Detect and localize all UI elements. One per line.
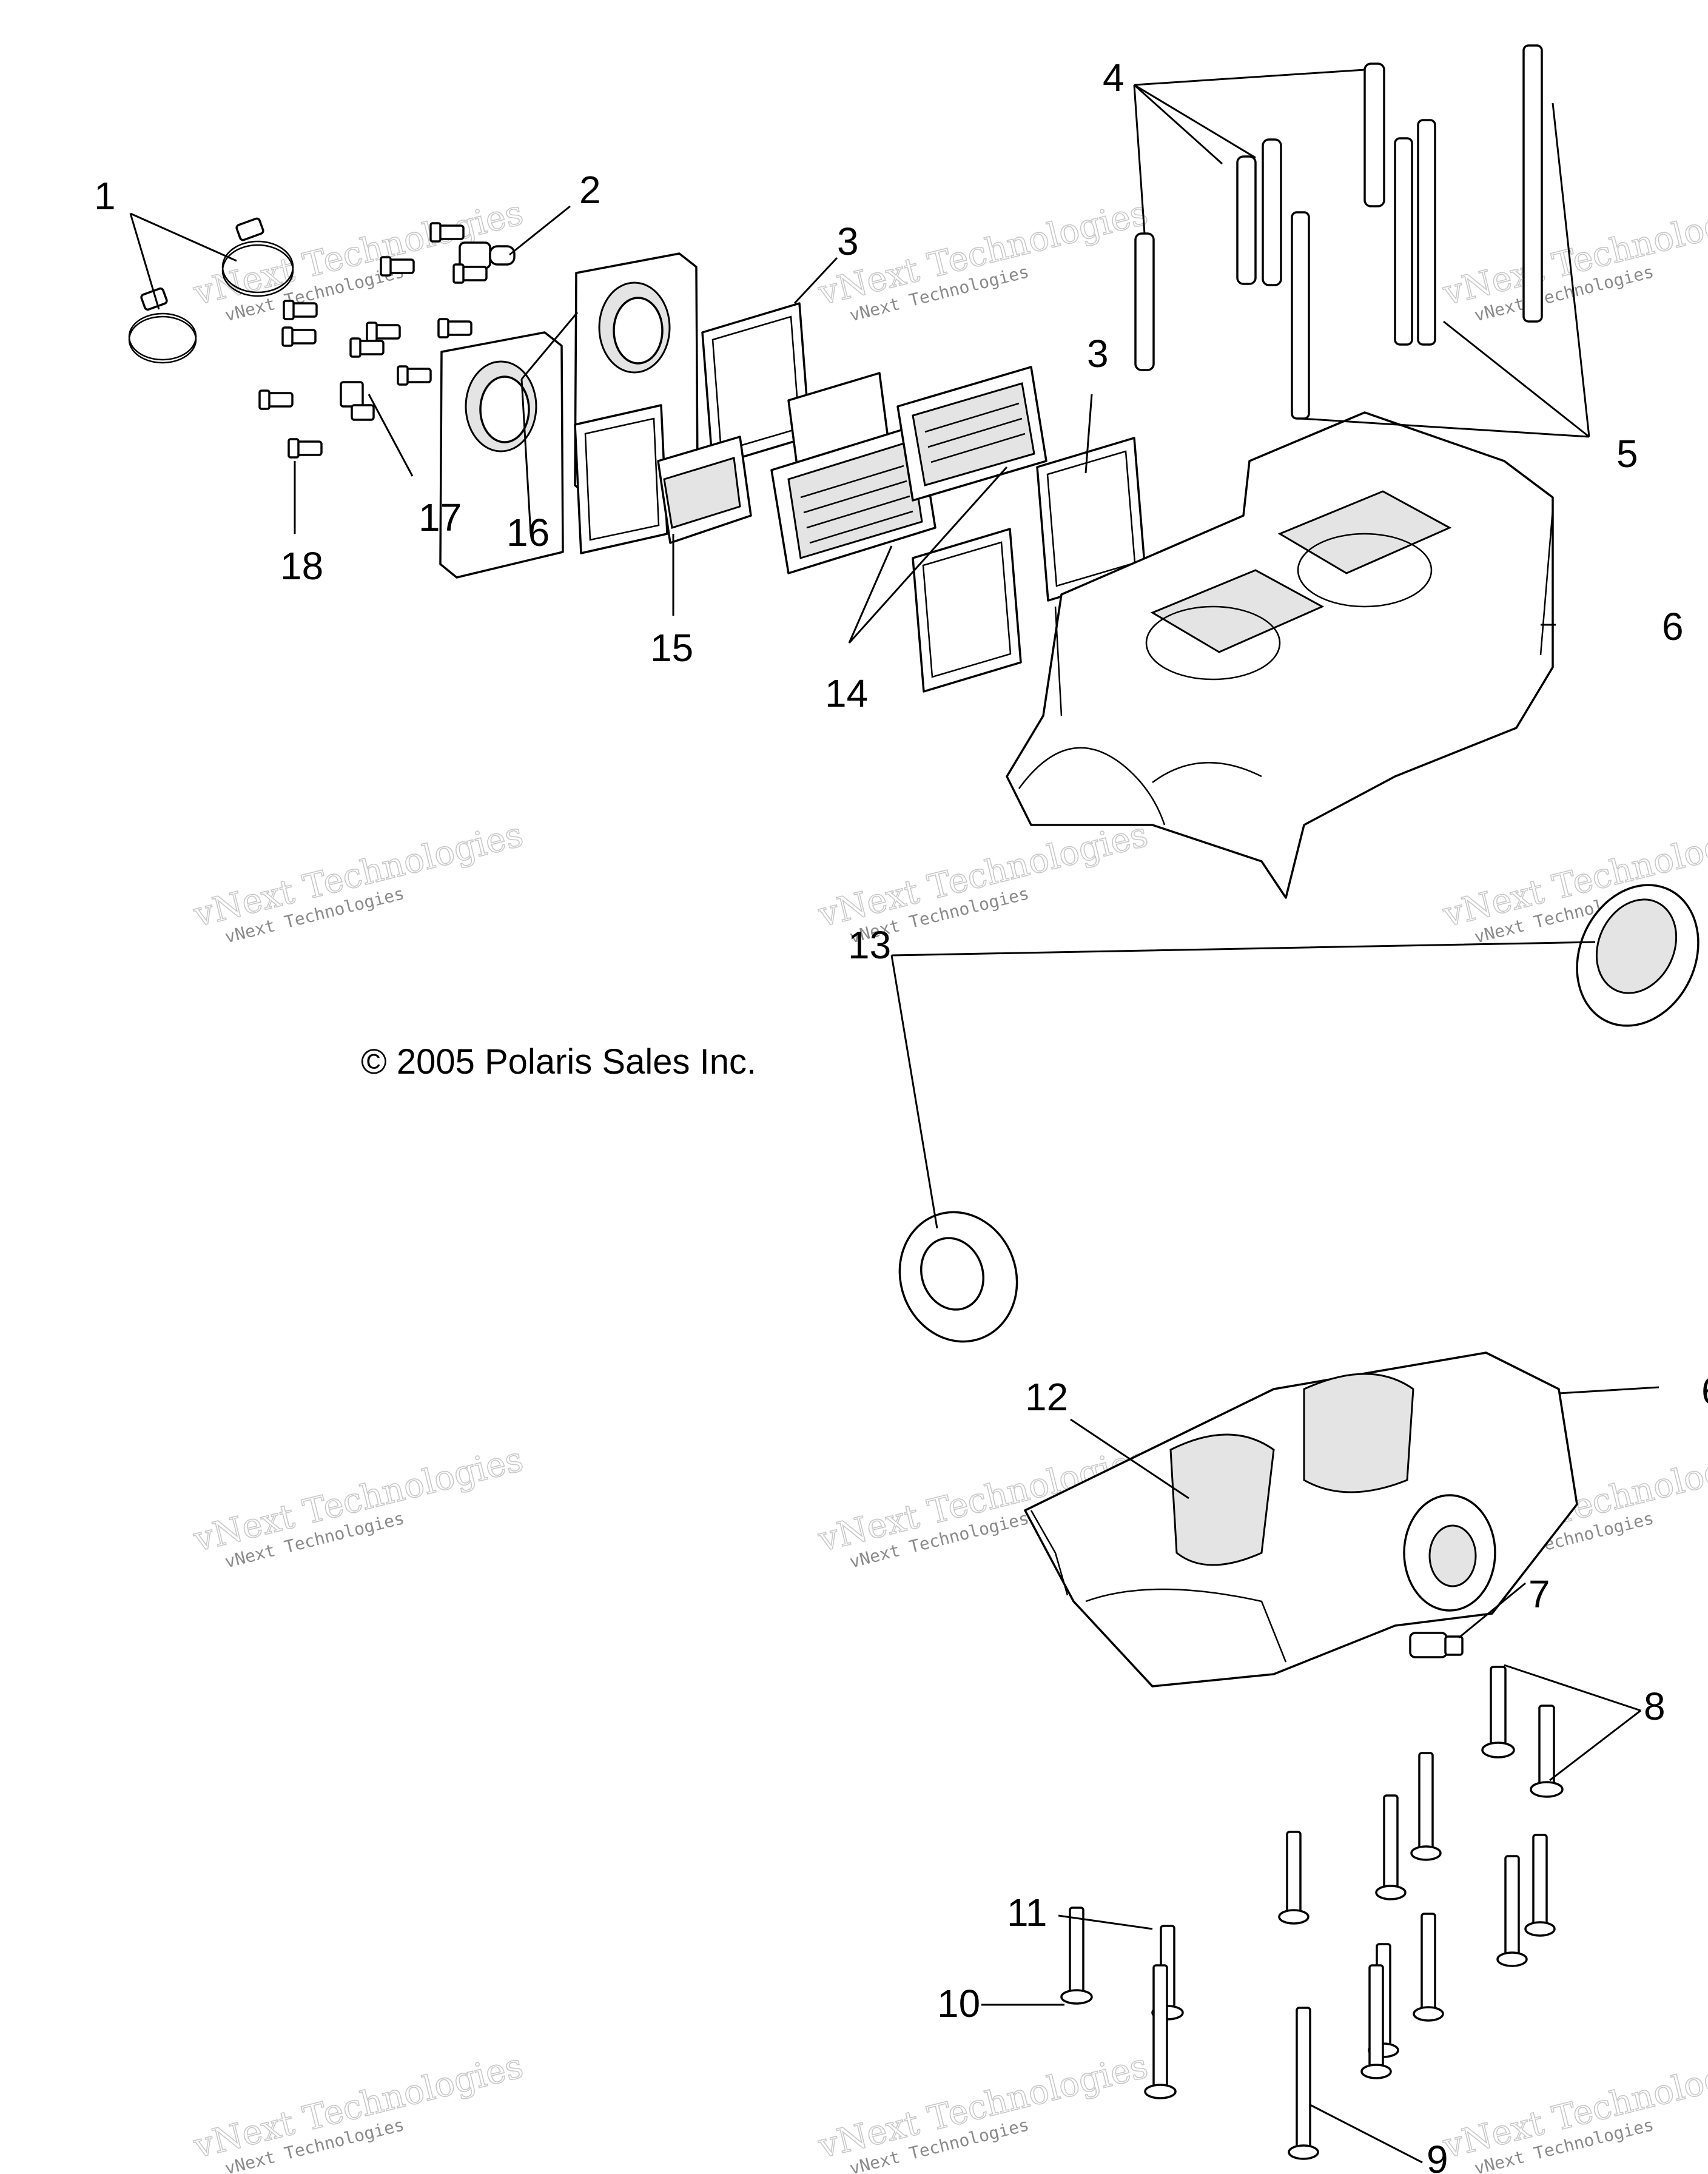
bolts-part-8: [1481, 1666, 1564, 1798]
callout-13: 13: [848, 923, 891, 967]
watermark-text: vNext Technologies: [814, 193, 1151, 313]
callout-11: 11: [1007, 1891, 1047, 1934]
upper-crankcase: [1006, 411, 1554, 899]
callout-7: 7: [1528, 1572, 1550, 1616]
callout-6-upper: 6: [1662, 605, 1684, 648]
watermark-text: vNext Technologies: [189, 1439, 526, 1560]
callout-12: 12: [1025, 1375, 1068, 1419]
callout-5: 5: [1616, 432, 1638, 476]
callout-1: 1: [94, 174, 116, 218]
watermark-text: vNext Technologies: [814, 2046, 1151, 2166]
reed-cages: [770, 366, 1047, 574]
callout-17: 17: [419, 496, 462, 539]
callout-6-lower: 6: [1701, 1369, 1708, 1413]
leader-lines: [129, 69, 1659, 2164]
callout-3-left: 3: [837, 220, 859, 263]
callout-10: 10: [937, 1982, 980, 2025]
small-bolts: [258, 222, 488, 459]
callout-9: 9: [1427, 2138, 1448, 2174]
callout-3-right: 3: [1087, 332, 1109, 375]
callout-2: 2: [579, 168, 601, 212]
callout-4: 4: [1103, 56, 1125, 99]
bolts-parts-10-11: [1060, 1906, 1184, 2099]
callout-8: 8: [1644, 1684, 1666, 1728]
watermark-text: vNext Technologies: [814, 815, 1151, 935]
callout-18: 18: [280, 544, 323, 588]
watermark-text: vNext Technologies: [189, 2046, 526, 2166]
adapter-plates: [439, 252, 699, 579]
dowel-pins: [1134, 62, 1385, 371]
copyright-text: © 2005 Polaris Sales Inc.: [361, 1042, 756, 1082]
callout-labels: 1 2 3 3 4 5 6 6 7 8 9 10 11 12 13 14 15 …: [94, 56, 1708, 2174]
lower-crankcase: [1024, 1351, 1578, 1688]
seals: [898, 884, 1700, 1343]
bolts-part-9: [1278, 1752, 1556, 2160]
gaskets: [701, 302, 1146, 693]
callout-14: 14: [825, 671, 868, 715]
drain-plug: [1409, 1632, 1464, 1658]
fitting-part-2: [459, 241, 516, 269]
callout-16: 16: [506, 511, 550, 554]
studs: [1291, 44, 1543, 420]
callout-15: 15: [650, 626, 693, 670]
hose-clamps: [128, 217, 294, 364]
watermark-text: vNext Technologies: [189, 815, 526, 935]
